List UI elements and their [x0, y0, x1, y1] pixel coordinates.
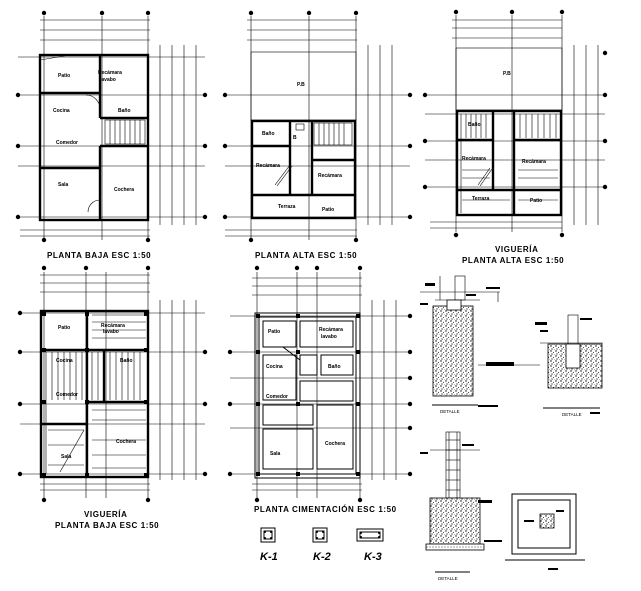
room-label-bano-vigueria: Baño — [468, 122, 481, 128]
room-label-comedor: Comedor — [56, 140, 78, 146]
label-k3: K-3 — [364, 551, 382, 563]
title-vigueria-alta-1: VIGUERÍA — [495, 245, 538, 254]
room-label-pb-vigueria: P.B — [503, 71, 511, 77]
planta-cimentacion-plan: Patio Recámara lavabo Cocina Baño Comedo… — [227, 265, 413, 514]
room-label-cochera: Cochera — [114, 187, 134, 193]
room-label-pb: P.B — [297, 82, 305, 88]
title-vigueria-alta-2: PLANTA ALTA ESC 1:50 — [462, 256, 564, 265]
vigueria-planta-alta-plan: P.B Baño Recámara Recámara Terraza Patio… — [422, 9, 608, 265]
room-label-lavabo-pc: lavabo — [321, 334, 337, 340]
room-label-bano-alta: Baño — [262, 131, 275, 137]
room-label-patio-vb: Patio — [58, 325, 70, 331]
room-label-cocina-vb: Cocina — [56, 358, 73, 364]
detail-label-3: DETALLE — [438, 576, 458, 581]
room-label-terraza-vigueria: Terraza — [472, 196, 490, 202]
room-label-recamara-vigueria-1: Recámara — [462, 156, 486, 162]
room-label-cochera-pc: Cochera — [325, 441, 345, 447]
label-k1: K-1 — [260, 551, 278, 563]
room-label-recamara-vigueria-2: Recámara — [522, 159, 546, 165]
room-label-cochera-vb: Cochera — [116, 439, 136, 445]
title-planta-baja: PLANTA BAJA ESC 1:50 — [47, 251, 151, 260]
detail-label-1: DETALLE — [440, 409, 460, 414]
title-cimentacion: PLANTA CIMENTACIÓN ESC 1:50 — [254, 505, 397, 514]
room-label-sala-vb: Sala — [61, 454, 72, 460]
detail-label-2: DETALLE — [562, 412, 582, 417]
room-label-patio: Patio — [58, 73, 70, 79]
room-label-lavabo-vb: lavabo — [103, 329, 119, 335]
room-label-recamara: Recámara — [98, 70, 122, 76]
mark-b: B — [293, 135, 297, 141]
room-label-patio-pc: Patio — [268, 329, 280, 335]
label-k2: K-2 — [313, 551, 331, 563]
foundation-details: DETALLE DETALLE — [420, 275, 603, 581]
title-planta-alta: PLANTA ALTA ESC 1:50 — [255, 251, 357, 260]
room-label-bano: Baño — [118, 108, 131, 114]
room-label-bano-vb: Baño — [120, 358, 133, 364]
column-sections: K-1 K-2 K-3 — [260, 527, 384, 563]
vigueria-planta-baja-plan: Patio Recámara lavabo Cocina Baño Comedo… — [17, 265, 208, 530]
room-label-cocina-pc: Cocina — [266, 364, 283, 370]
room-label-comedor-pc: Comedor — [266, 394, 288, 400]
room-label-patio-alta: Patio — [322, 207, 334, 213]
planta-alta-plan: P.B Baño B Recámara Recámara Terraza Pat… — [222, 10, 413, 260]
room-label-recamara-alta-2: Recámara — [318, 173, 342, 179]
room-label-recamara-alta-1: Recámara — [256, 163, 280, 169]
room-label-lavabo: lavabo — [100, 77, 116, 83]
room-label-comedor-vb: Comedor — [56, 392, 78, 398]
room-label-sala-pc: Sala — [270, 451, 281, 457]
room-label-bano-pc: Baño — [328, 364, 341, 370]
room-label-sala: Sala — [58, 182, 69, 188]
room-label-cocina: Cocina — [53, 108, 70, 114]
room-label-recamara-pc: Recámara — [319, 327, 343, 333]
title-vigueria-baja-2: PLANTA BAJA ESC 1:50 — [55, 521, 159, 530]
room-label-terraza: Terraza — [278, 204, 296, 210]
title-vigueria-baja-1: VIGUERÍA — [84, 510, 127, 519]
planta-baja-plan: Patio Recámara lavabo Cocina Baño Comedo… — [15, 10, 208, 260]
room-label-patio-vigueria: Patio — [530, 198, 542, 204]
room-label-recamara-vb: Recámara — [101, 323, 125, 329]
